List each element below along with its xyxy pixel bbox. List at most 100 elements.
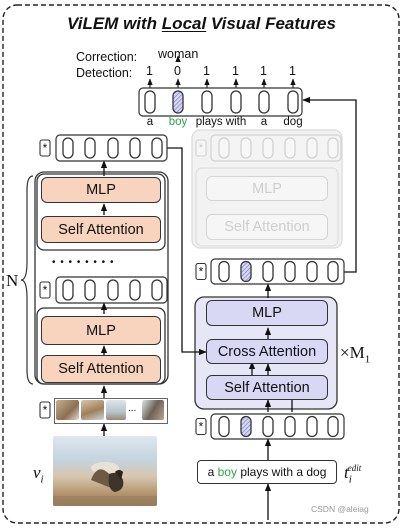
right-upper-tokens-token xyxy=(327,260,339,283)
output-token-label: dog xyxy=(283,116,303,128)
detection-label: Detection: xyxy=(76,66,133,80)
detection-value: 1 xyxy=(146,64,153,78)
right-input-tokens-star: * xyxy=(199,420,204,434)
mlp-block-right: MLP xyxy=(206,300,328,326)
left-middle-tokens-token xyxy=(107,279,119,301)
ghost-tokens-token xyxy=(306,137,318,159)
v-base: v xyxy=(33,463,41,482)
output-token-label: plays with xyxy=(195,116,247,128)
right-upper-tokens-token xyxy=(218,260,230,283)
m1-sub: 1 xyxy=(364,353,371,366)
right-upper-tokens-box xyxy=(210,258,345,285)
self-attention-block-right: Self Attention xyxy=(206,375,328,400)
token-groups: * * * * * * xyxy=(39,87,345,440)
output-tokens-box xyxy=(138,87,303,117)
m1-label: ×M1 xyxy=(340,343,370,365)
caption-pre: a xyxy=(207,465,218,479)
title-prefix: ViLEM with xyxy=(67,14,162,33)
correction-label: Correction: xyxy=(76,50,138,64)
t-sup: edit xyxy=(347,463,362,474)
image-patch-2 xyxy=(81,400,104,420)
image-patch-3 xyxy=(106,400,126,420)
left-upper-tokens-star-box xyxy=(39,139,51,157)
right-input-tokens-token xyxy=(218,415,230,438)
t-edit-label: tiedit xyxy=(344,463,365,485)
detection-value: 1 xyxy=(203,64,210,78)
left-upper-tokens-token xyxy=(129,137,141,159)
layer-dots: • • • • • • • • xyxy=(52,257,115,268)
right-input-tokens-token xyxy=(240,415,252,438)
left-to-cross-line xyxy=(167,147,207,356)
left-upper-layer-box xyxy=(36,173,166,251)
output-token-label: a xyxy=(146,116,154,128)
output-tokens-token xyxy=(201,90,213,114)
t-sub: i xyxy=(348,473,352,486)
self-attention-block-upper: Self Attention xyxy=(41,216,161,243)
ghost-inner-box xyxy=(195,167,339,247)
left-middle-tokens-token xyxy=(129,279,141,301)
right-upper-tokens-token xyxy=(306,260,318,283)
ghost-tokens-token xyxy=(218,137,230,159)
right-input-tokens-token xyxy=(306,415,318,438)
input-image-figures xyxy=(53,462,157,506)
right-input-tokens-token xyxy=(262,415,274,438)
right-upper-tokens-token xyxy=(262,260,274,283)
detection-value: 1 xyxy=(289,64,296,78)
output-tokens-token xyxy=(230,90,242,114)
detection-value: 0 xyxy=(174,64,181,78)
ghost-tokens-token xyxy=(284,137,296,159)
caption-box: a boy plays with a dog xyxy=(197,460,337,484)
ghost-tokens-star: * xyxy=(199,141,204,155)
left-upper-tokens-token xyxy=(84,137,96,159)
output-token-label: a xyxy=(260,116,268,128)
output-token-label: boy xyxy=(168,116,188,128)
ghost-mlp-block: MLP xyxy=(206,176,328,201)
ghost-tokens-token xyxy=(262,137,274,159)
right-upper-tokens-token xyxy=(240,260,252,283)
correction-word: woman xyxy=(158,47,199,61)
right-upper-tokens-star: * xyxy=(199,265,204,279)
output-tokens-token xyxy=(172,90,184,114)
right-upper-tokens-token xyxy=(284,260,296,283)
patch-ellipsis: ... xyxy=(128,403,137,414)
right-input-tokens-token xyxy=(284,415,296,438)
detection-value: 1 xyxy=(260,64,267,78)
mlp-block-upper: MLP xyxy=(41,177,161,203)
self-attention-block-lower: Self Attention xyxy=(41,355,161,383)
image-patch-1 xyxy=(56,400,79,420)
caption-highlight: boy xyxy=(217,465,237,479)
image-patch-4 xyxy=(142,400,164,420)
image-star: * xyxy=(43,403,48,417)
output-tokens-token xyxy=(287,90,299,114)
input-image xyxy=(53,436,157,506)
right-input-tokens-token xyxy=(327,415,339,438)
v-sub: i xyxy=(40,473,44,486)
t-base: t xyxy=(344,463,349,482)
left-middle-tokens-token xyxy=(62,279,74,301)
v-label: vi xyxy=(33,463,44,485)
detection-arrows xyxy=(147,55,296,88)
right-upper-tokens-star-box xyxy=(195,262,207,281)
left-middle-tokens-token xyxy=(84,279,96,301)
title-emphasis: Local xyxy=(161,14,207,33)
left-upper-tokens-token xyxy=(151,137,163,159)
right-to-output-line xyxy=(302,96,357,273)
watermark: CSDN @aleiag xyxy=(311,504,369,514)
cross-attention-block: Cross Attention xyxy=(206,339,328,364)
ghost-self-attention-block: Self Attention xyxy=(206,214,328,240)
caption-post: plays with a dog xyxy=(236,465,327,479)
ghost-tokens-token xyxy=(240,137,252,159)
detection-value: 1 xyxy=(232,64,239,78)
left-upper-tokens-token xyxy=(62,137,74,159)
left-middle-tokens-star-box xyxy=(39,281,51,299)
outer-dashed-frame xyxy=(2,4,400,524)
title-suffix: Visual Features xyxy=(206,14,336,33)
mlp-block-lower: MLP xyxy=(41,316,161,345)
n-brace xyxy=(20,175,34,385)
right-input-tokens-star-box xyxy=(195,417,207,436)
left-upper-tokens-star: * xyxy=(43,141,48,155)
left-middle-tokens-star: * xyxy=(43,283,48,297)
left-upper-tokens-token xyxy=(107,137,119,159)
image-star-box xyxy=(39,401,51,419)
